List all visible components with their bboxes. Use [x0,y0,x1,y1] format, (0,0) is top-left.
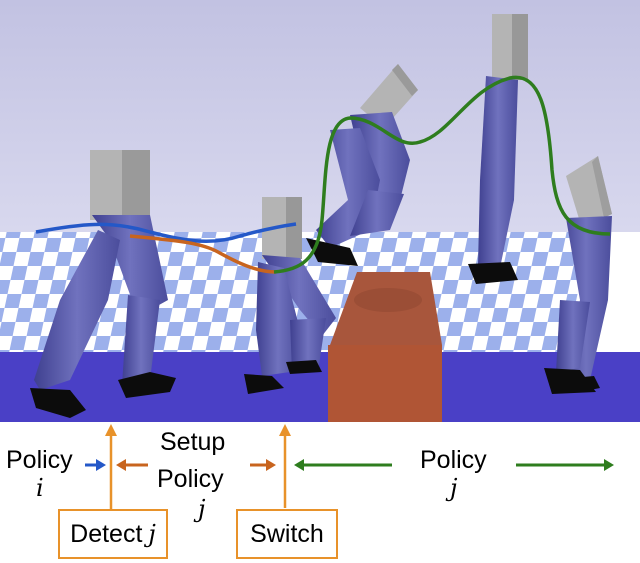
trajectory-setup-policy [129,234,277,274]
robot-policy-i [30,150,176,418]
robot-landing [544,156,612,394]
switch-label: Switch [250,519,324,548]
detect-symbol: j [148,520,156,548]
setup-policy-label: Policy [157,465,224,493]
policy-i-symbol: i [36,474,44,502]
robot-high-jump [468,14,528,284]
detect-arrowhead [105,424,117,436]
detect-box: Detect j [58,509,168,559]
policy-i-label: Policy [6,446,73,474]
detect-label: Detect [70,519,143,548]
policy-j-label: Policy [420,446,487,474]
robot-jumping [306,64,418,266]
switch-arrowhead [279,424,291,436]
policy-j-symbol: j [450,474,458,502]
trajectory-policy-j [273,75,611,274]
ground-strip [0,352,640,422]
trajectory-policy-i [35,222,297,243]
block-obstacle [328,272,442,422]
setup-label: Setup [160,428,226,456]
setup-policy-symbol: j [198,495,206,523]
switch-box: Switch [236,509,338,559]
